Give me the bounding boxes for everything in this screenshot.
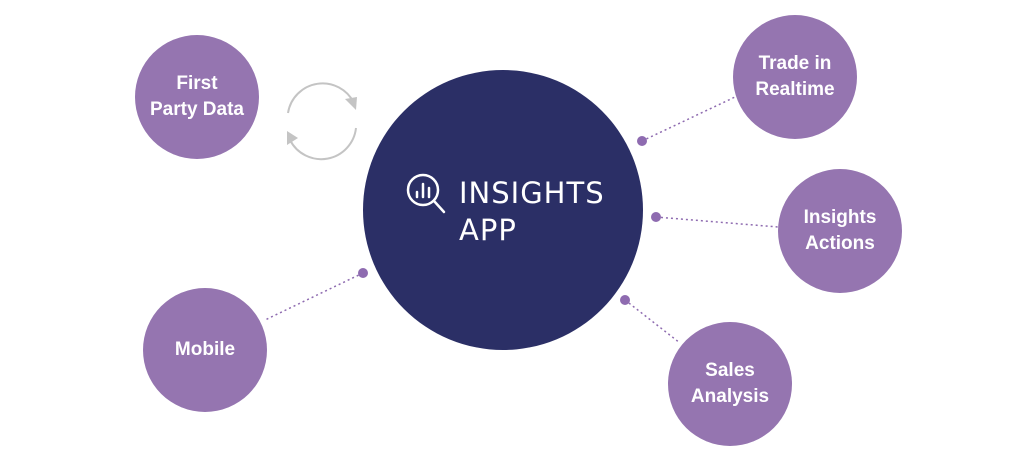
node-label: Trade in	[758, 53, 832, 74]
hub-title: INSIGHTS APP	[459, 175, 605, 249]
connector-trade	[641, 96, 736, 142]
node-trade-in-realtime: Trade in Realtime	[733, 15, 857, 139]
connector-dot	[358, 268, 368, 278]
connector-dot	[620, 295, 630, 305]
node-label: Analysis	[690, 386, 770, 407]
connector-dot	[651, 212, 661, 222]
node-label: Sales	[705, 360, 755, 381]
connector-dot	[637, 136, 647, 146]
node-label: First	[176, 73, 218, 94]
hub-title-line1: INSIGHTS	[459, 176, 605, 210]
insights-app-hub	[363, 70, 643, 350]
cycle-arrows-icon	[287, 82, 357, 161]
connector-mobile	[264, 272, 364, 321]
connector-actions	[655, 216, 779, 228]
node-label: Insights	[803, 207, 877, 228]
node-label: Realtime	[755, 79, 835, 100]
node-mobile: Mobile	[143, 288, 267, 412]
connector-sales	[624, 299, 681, 344]
node-label: Party Data	[150, 99, 244, 120]
node-label: Actions	[805, 233, 875, 254]
hub-title-line2: APP	[459, 213, 517, 247]
node-label: Mobile	[174, 339, 236, 360]
